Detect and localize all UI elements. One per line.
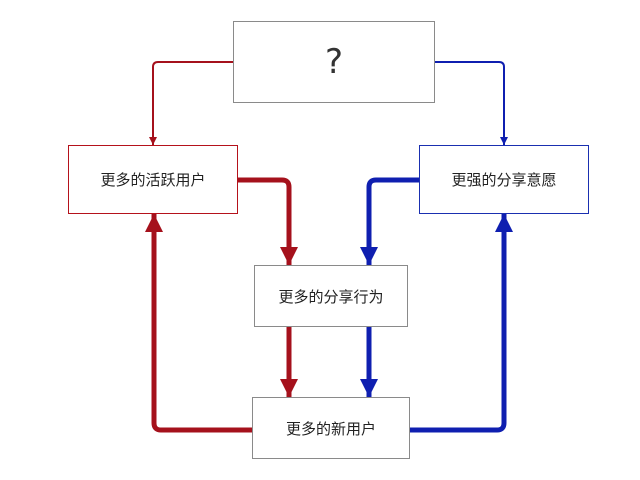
- edge-top-to-right: [435, 61, 508, 145]
- node-more-sharing-behavior: 更多的分享行为: [254, 265, 408, 327]
- edge-top-to-left: [149, 61, 233, 145]
- edge-bot-to-right: [410, 214, 513, 433]
- node-more-active-users: 更多的活跃用户: [68, 145, 238, 214]
- edge-left-to-mid: [238, 177, 298, 265]
- node-stronger-share-willingness-label: 更强的分享意愿: [451, 171, 557, 189]
- edge-bot-to-left: [145, 214, 252, 433]
- node-unknown-cause: ?: [233, 21, 435, 103]
- node-more-active-users-label: 更多的活跃用户: [100, 171, 206, 189]
- node-unknown-cause-label: ?: [324, 42, 344, 82]
- node-stronger-share-willingness: 更强的分享意愿: [419, 145, 589, 214]
- edge-right-to-mid: [360, 177, 419, 265]
- node-more-sharing-behavior-label: 更多的分享行为: [278, 287, 384, 306]
- node-more-new-users: 更多的新用户: [252, 397, 410, 459]
- node-more-new-users-label: 更多的新用户: [285, 419, 376, 438]
